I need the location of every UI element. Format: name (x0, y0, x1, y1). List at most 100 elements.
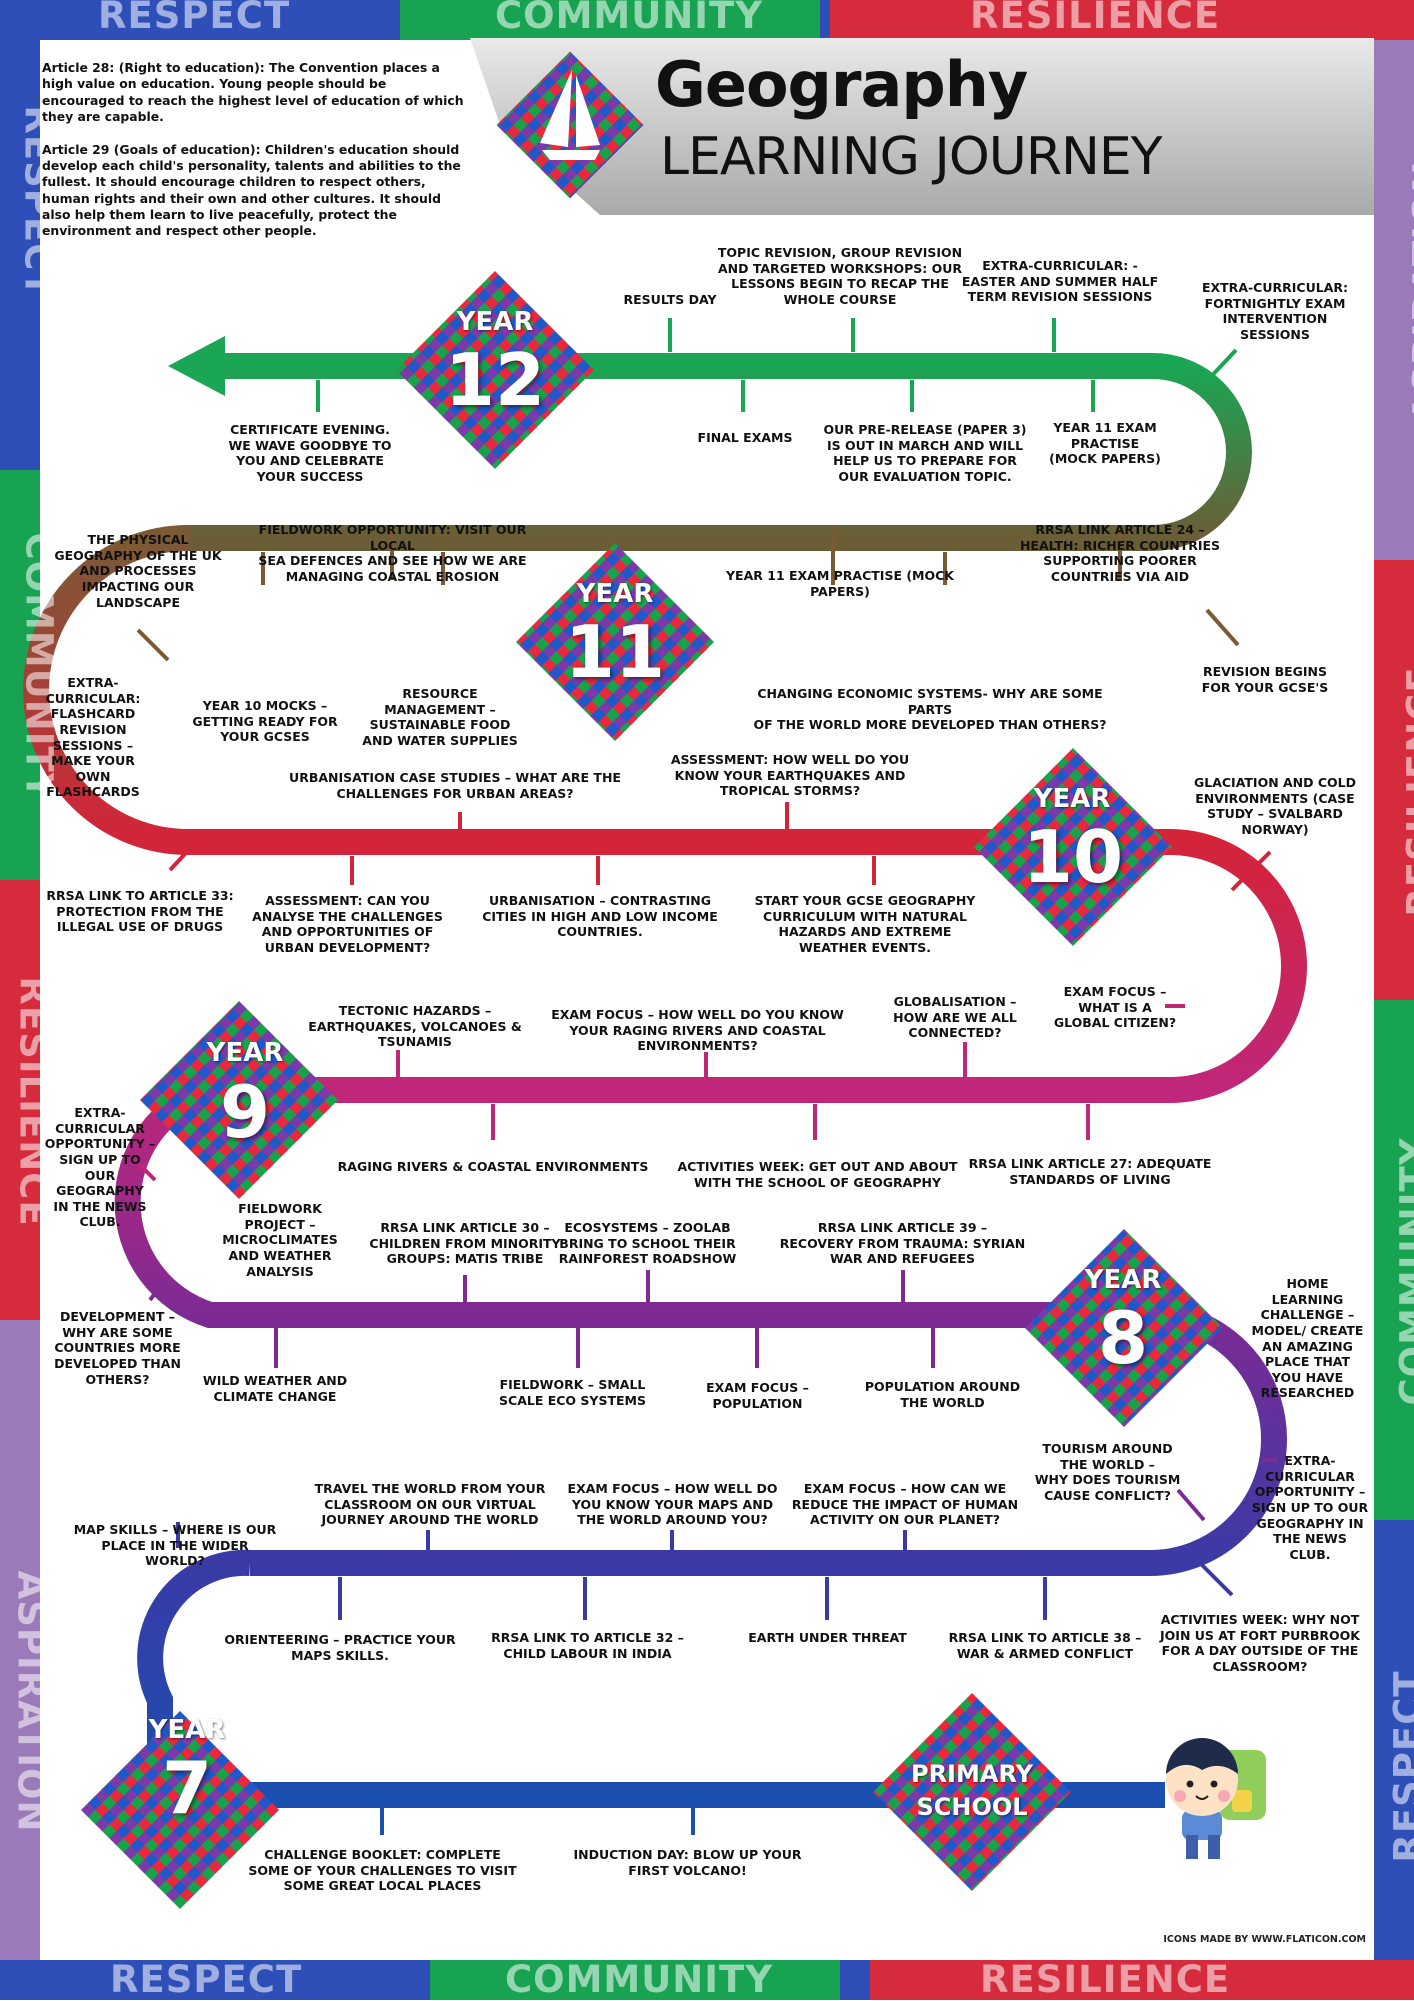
label-physical-geography: THE PHYSICAL GEOGRAPHY OF THE UK AND PRO… (54, 532, 222, 610)
border-word-resilience-right: RESILIENCE (1399, 666, 1414, 917)
border-word-respect-bottom: RESPECT (110, 1958, 303, 2001)
label-exam-maps: EXAM FOCUS – HOW WELL DO YOU KNOW YOUR M… (567, 1481, 778, 1528)
label-flashcard-sessions: EXTRA- CURRICULAR: FLASHCARD REVISION SE… (45, 675, 141, 800)
student-with-backpack-icon (1166, 1738, 1266, 1859)
year-10-word: YEAR (1033, 784, 1111, 814)
year-7-number: 7 (161, 1746, 213, 1830)
label-y11-exam-practise: YEAR 11 EXAM PRACTISE (MOCK PAPERS) (726, 568, 954, 599)
primary-word-1: PRIMARY (910, 1760, 1033, 1788)
year-8-diamond (1025, 1229, 1223, 1427)
label-raging-rivers: RAGING RIVERS & COASTAL ENVIRONMENTS (337, 1159, 649, 1174)
border-word-aspiration-left: ASPIRATION (9, 1570, 53, 1833)
label-certificate-evening: CERTIFICATE EVENING. WE WAVE GOODBYE TO … (228, 422, 392, 484)
label-final-exams: FINAL EXAMS (697, 430, 793, 445)
label-fortnightly-sessions: EXTRA-CURRICULAR: FORTNIGHTLY EXAM INTER… (1201, 280, 1348, 342)
page-subtitle: LEARNING JOURNEY (660, 127, 1162, 187)
label-article-30: RRSA LINK ARTICLE 30 – CHILDREN FROM MIN… (369, 1220, 561, 1267)
label-economic-systems: CHANGING ECONOMIC SYSTEMS- WHY ARE SOME … (753, 686, 1107, 733)
track-year-12 (190, 353, 1252, 551)
year-11-word: YEAR (576, 579, 654, 609)
sailboat-logo-icon (496, 51, 644, 199)
label-activities-week-y9: ACTIVITIES WEEK: GET OUT AND ABOUT WITH … (677, 1159, 958, 1190)
year-9-diamond (140, 1001, 338, 1199)
label-exam-population: EXAM FOCUS – POPULATION (706, 1380, 809, 1411)
label-assessment-earthquakes: ASSESSMENT: HOW WELL DO YOU KNOW YOUR EA… (670, 752, 910, 799)
track-year-11 (23, 525, 1170, 855)
label-urbanisation-contrasting: URBANISATION – CONTRASTING CITIES IN HIG… (482, 893, 718, 940)
label-induction-day: INDUCTION DAY: BLOW UP YOUR FIRST VOLCAN… (573, 1847, 802, 1878)
rights-articles: Article 28: (Right to education): The Co… (42, 60, 467, 256)
label-news-club-y9: EXTRA- CURRICULAR OPPORTUNITY – SIGN UP … (44, 1105, 156, 1230)
label-population-world: POPULATION AROUND THE WORLD (864, 1379, 1021, 1410)
label-fieldwork-microclimates: FIELDWORK PROJECT – MICROCLIMATES AND WE… (222, 1201, 338, 1279)
label-easter-revision: EXTRA-CURRICULAR: - EASTER AND SUMMER HA… (961, 258, 1159, 305)
primary-word-2: SCHOOL (916, 1793, 1028, 1821)
label-revision-begins: REVISION BEGINS FOR YOUR GCSE'S (1201, 664, 1329, 695)
year-8-number: 8 (1097, 1296, 1149, 1380)
icon-credit: ICONS MADE BY WWW.FLATICON.COM (1163, 1934, 1366, 1945)
label-article-39: RRSA LINK ARTICLE 39 – RECOVERY FROM TRA… (779, 1220, 1026, 1267)
article-28-text: Article 28: (Right to education): The Co… (42, 60, 464, 125)
border-word-community-bottom: COMMUNITY (505, 1958, 774, 2001)
label-wild-weather: WILD WEATHER AND CLIMATE CHANGE (202, 1373, 348, 1404)
label-article-32: RRSA LINK TO ARTICLE 32 – CHILD LABOUR I… (491, 1630, 684, 1661)
label-y11-mock-papers: YEAR 11 EXAM PRACTISE (MOCK PAPERS) (1049, 420, 1161, 467)
header-banner (470, 38, 1374, 215)
border-word-respect-right: RESPECT (1386, 1670, 1414, 1863)
label-glaciation: GLACIATION AND COLD ENVIRONMENTS (CASE S… (1193, 775, 1357, 837)
year-12-word: YEAR (456, 307, 534, 337)
label-global-citizen: EXAM FOCUS – WHAT IS A GLOBAL CITIZEN? (1053, 984, 1177, 1031)
label-urbanisation-case-studies: URBANISATION CASE STUDIES – WHAT ARE THE… (289, 770, 621, 801)
article-29-text: Article 29 (Goals of education): Childre… (42, 141, 461, 239)
label-resource-management: RESOURCE MANAGEMENT – SUSTAINABLE FOOD A… (362, 686, 518, 748)
label-exam-rivers: EXAM FOCUS – HOW WELL DO YOU KNOW YOUR R… (551, 1007, 844, 1054)
year-12-number: 12 (444, 338, 546, 422)
border-word-resilience-bottom: RESILIENCE (980, 1958, 1231, 2001)
year-7-diamond (81, 1711, 279, 1909)
year-12-diamond (396, 271, 594, 469)
label-results-day: RESULTS DAY (623, 292, 717, 307)
label-orienteering: ORIENTEERING – PRACTICE YOUR MAPS SKILLS… (224, 1632, 456, 1663)
year-7-word: YEAR (148, 1715, 226, 1745)
border-word-resilience-top: RESILIENCE (970, 0, 1221, 37)
year-8-word: YEAR (1084, 1265, 1162, 1295)
year-9-word: YEAR (206, 1038, 284, 1068)
label-article-38: RRSA LINK TO ARTICLE 38 – WAR & ARMED CO… (948, 1630, 1142, 1661)
label-home-learning: HOME LEARNING CHALLENGE – MODEL/ CREATE … (1251, 1276, 1364, 1401)
label-topic-revision: TOPIC REVISION, GROUP REVISION AND TARGE… (717, 245, 963, 307)
year-11-number: 11 (564, 610, 666, 694)
primary-school-diamond (873, 1693, 1071, 1891)
page-title: Geography (655, 48, 1028, 121)
label-activities-fort-purbrook: ACTIVITIES WEEK: WHY NOT JOIN US AT FORT… (1160, 1612, 1360, 1674)
label-assessment-urban: ASSESSMENT: CAN YOU ANALYSE THE CHALLENG… (252, 893, 443, 955)
label-year-10-mocks: YEAR 10 MOCKS – GETTING READY FOR YOUR G… (192, 698, 338, 745)
label-challenge-booklet: CHALLENGE BOOKLET: COMPLETE SOME OF YOUR… (248, 1847, 517, 1894)
label-tourism: TOURISM AROUND THE WORLD – WHY DOES TOUR… (1034, 1441, 1181, 1503)
label-earth-under-threat: EARTH UNDER THREAT (748, 1630, 907, 1645)
label-news-club-y7: EXTRA- CURRICULAR OPPORTUNITY – SIGN UP … (1251, 1453, 1369, 1562)
label-globalisation: GLOBALISATION – HOW ARE WE ALL CONNECTED… (893, 994, 1017, 1041)
label-travel-world: TRAVEL THE WORLD FROM YOUR CLASSROOM ON … (314, 1481, 546, 1528)
label-tectonic-hazards: TECTONIC HAZARDS – EARTHQUAKES, VOLCANOE… (308, 1003, 522, 1050)
label-fieldwork-sea-defences: FIELDWORK OPPORTUNITY: VISIT OUR LOCAL S… (258, 522, 527, 584)
year-9-number: 9 (219, 1070, 271, 1154)
border-word-community-top: COMMUNITY (495, 0, 764, 37)
label-article-33: RRSA LINK TO ARTICLE 33: PROTECTION FROM… (46, 888, 234, 935)
label-article-27: RRSA LINK ARTICLE 27: ADEQUATE STANDARDS… (968, 1156, 1212, 1187)
label-pre-release: OUR PRE-RELEASE (PAPER 3) IS OUT IN MARC… (823, 422, 1027, 484)
label-exam-planet: EXAM FOCUS – HOW CAN WE REDUCE THE IMPAC… (791, 1481, 1019, 1528)
year-10-number: 10 (1022, 815, 1124, 899)
label-start-gcse: START YOUR GCSE GEOGRAPHY CURRICULUM WIT… (754, 893, 976, 955)
track-year-7 (137, 1549, 1165, 1808)
label-development: DEVELOPMENT – WHY ARE SOME COUNTRIES MOR… (54, 1309, 181, 1387)
track-ticks (136, 318, 1278, 1835)
label-article-24: RRSA LINK ARTICLE 24 – HEALTH: RICHER CO… (1019, 522, 1221, 584)
border-word-aspiration-right: ASPIRATION (1405, 160, 1414, 423)
border-word-respect-top: RESPECT (98, 0, 291, 37)
label-small-eco-systems: FIELDWORK – SMALL SCALE ECO SYSTEMS (499, 1377, 646, 1408)
border-word-community-right: COMMUNITY (1392, 1137, 1414, 1406)
track-year-10 (210, 829, 1307, 1103)
track-arrow-head (168, 336, 225, 396)
